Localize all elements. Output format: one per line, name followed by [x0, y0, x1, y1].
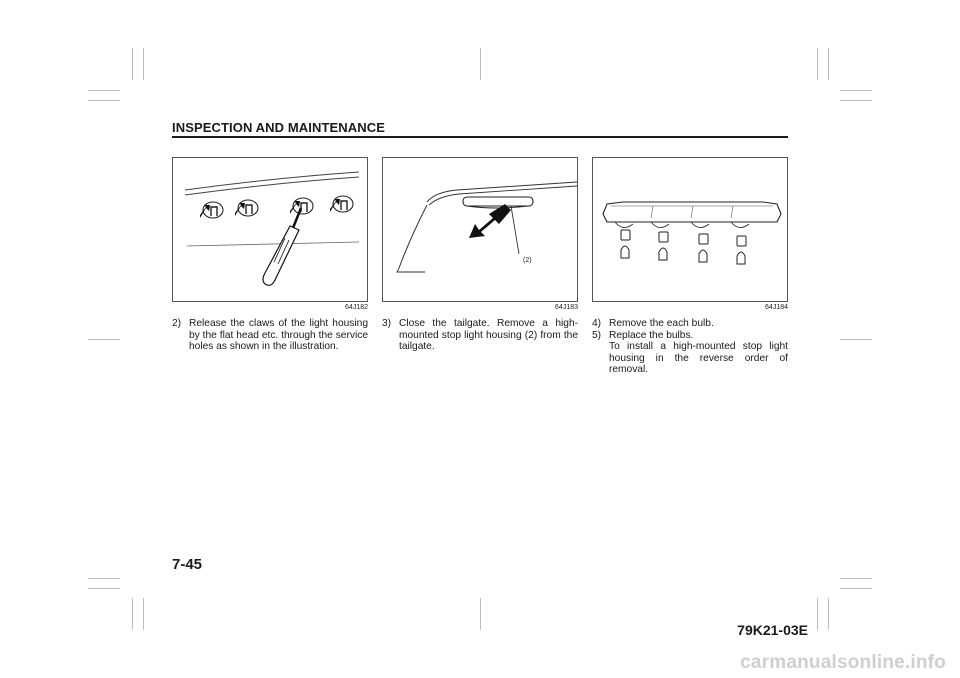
steps-4-5-instruction: 4) Remove the each bulb. 5) Replace the …: [592, 318, 788, 376]
step-note: To install a high-mounted stop light hou…: [609, 341, 788, 376]
figure-tailgate-stop-light: (2): [382, 157, 578, 302]
crop-mark: [132, 48, 133, 80]
figure-bulb-housing: [592, 157, 788, 302]
crop-mark: [88, 100, 120, 101]
figure-id: 64J183: [555, 304, 578, 311]
document-code: 79K21-03E: [737, 622, 808, 638]
crop-mark: [88, 339, 120, 340]
step-text: Release the claws of the light housing b…: [189, 318, 368, 353]
crop-mark: [143, 48, 144, 80]
crop-mark: [840, 90, 872, 91]
crop-mark: [480, 598, 481, 630]
step-3-instruction: 3) Close the tailgate. Remove a high-mou…: [382, 318, 578, 353]
bulb-housing-illustration: [602, 201, 782, 265]
tailgate-illustration: (2): [396, 181, 577, 273]
step-2-instruction: 2) Release the claws of the light housin…: [172, 318, 368, 353]
section-title: INSPECTION AND MAINTENANCE: [172, 120, 386, 135]
crop-mark: [828, 48, 829, 80]
crop-mark: [817, 598, 818, 630]
figure-id: 64J184: [765, 304, 788, 311]
crop-mark: [840, 588, 872, 589]
crop-mark: [88, 578, 120, 579]
header-rule: [172, 136, 788, 138]
step-text: Close the tailgate. Remove a high-mounte…: [399, 318, 578, 353]
figure-light-housing-claws: [172, 157, 368, 302]
step-text: Replace the bulbs.: [609, 329, 694, 341]
housing-claws-illustration: [184, 171, 360, 286]
crop-mark: [817, 48, 818, 80]
crop-mark: [88, 90, 120, 91]
watermark: carmanualsonline.info: [740, 652, 946, 673]
crop-mark: [840, 578, 872, 579]
crop-mark: [840, 339, 872, 340]
step-number: 5): [592, 329, 602, 341]
page-number: 7-45: [172, 556, 203, 573]
crop-mark: [132, 598, 133, 630]
crop-mark: [88, 588, 120, 589]
step-text: Remove the each bulb.: [609, 318, 714, 329]
figure-id: 64J182: [345, 304, 368, 311]
step-number: 4): [592, 318, 602, 329]
crop-mark: [480, 48, 481, 80]
crop-mark: [828, 598, 829, 630]
crop-mark: [840, 100, 872, 101]
crop-mark: [143, 598, 144, 630]
step-number: 3): [382, 318, 392, 329]
callout-label: (2): [523, 257, 532, 264]
step-number: 2): [172, 318, 182, 329]
